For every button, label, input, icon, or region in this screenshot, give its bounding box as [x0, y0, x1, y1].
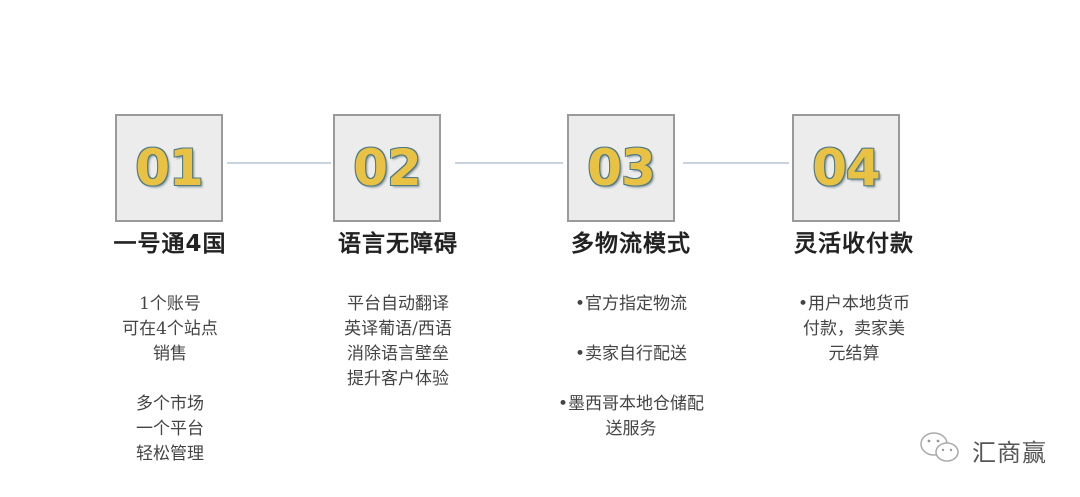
desc-line: 送服务: [605, 419, 657, 439]
step-number: 04: [812, 139, 881, 197]
desc-line: •卖家自行配送: [574, 344, 688, 364]
step-4: 04: [792, 114, 900, 222]
connector-line-1-2: [227, 162, 331, 164]
desc-line: 销售: [153, 344, 187, 364]
step-number-box: 03: [567, 114, 675, 222]
desc-line: 一个平台: [136, 419, 204, 439]
step-number-box: 01: [115, 114, 223, 222]
desc-line: 提升客户体验: [347, 369, 449, 389]
step-description: 平台自动翻译 英译葡语/西语 消除语言壁垒 提升客户体验: [288, 292, 508, 392]
step-title: 一号通4国: [113, 231, 227, 257]
desc-line: •墨西哥本地仓储配: [557, 394, 705, 414]
desc-line: 消除语言壁垒: [347, 344, 449, 364]
step-3: 03: [567, 114, 675, 222]
connector-line-3-4: [683, 162, 789, 164]
step-number: 01: [135, 139, 204, 197]
desc-line: •官方指定物流: [574, 294, 688, 314]
desc-line: 可在4个站点: [122, 319, 218, 339]
step-number-box: 02: [333, 114, 441, 222]
step-title: 语言无障碍: [338, 231, 458, 257]
step-2: 02: [333, 114, 441, 222]
desc-line: 多个市场: [136, 394, 204, 414]
step-number-box: 04: [792, 114, 900, 222]
desc-line: 1个账号: [139, 294, 201, 314]
step-description: 1个账号 可在4个站点 销售 多个市场 一个平台 轻松管理: [60, 292, 280, 467]
step-1: 01: [115, 114, 223, 222]
connector-line-2-3: [455, 162, 563, 164]
desc-line: 平台自动翻译: [347, 294, 449, 314]
step-description: •官方指定物流 •卖家自行配送 •墨西哥本地仓储配 送服务: [521, 292, 741, 442]
desc-line: 英译葡语/西语: [344, 319, 452, 339]
step-number: 03: [587, 139, 656, 197]
step-title: 多物流模式: [571, 231, 691, 257]
wechat-icon: [918, 430, 962, 470]
watermark: 汇商赢: [918, 430, 1047, 470]
desc-line: 元结算: [828, 344, 880, 364]
desc-line: 轻松管理: [136, 444, 204, 464]
watermark-text: 汇商赢: [972, 438, 1047, 467]
step-title: 灵活收付款: [794, 231, 914, 257]
desc-line: •用户本地货币: [797, 294, 911, 314]
step-description: •用户本地货币 付款，卖家美 元结算: [744, 292, 964, 367]
desc-line: 付款，卖家美: [803, 319, 905, 339]
step-number: 02: [353, 139, 422, 197]
